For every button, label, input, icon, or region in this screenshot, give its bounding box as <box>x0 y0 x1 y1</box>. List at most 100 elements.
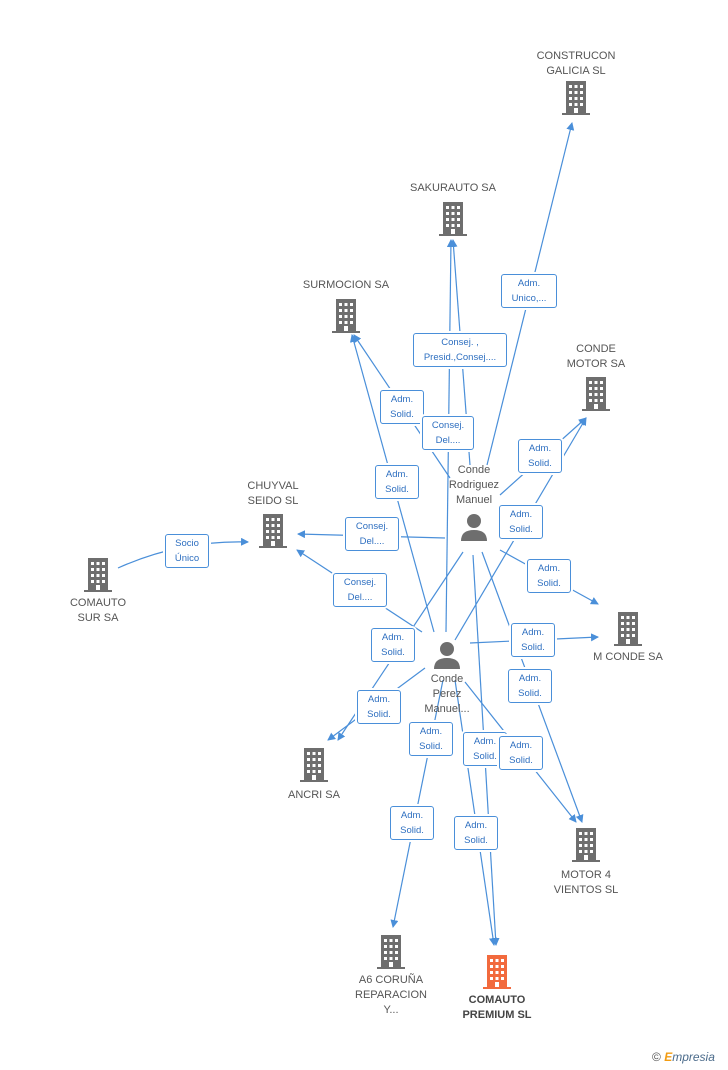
company-node-comauto-sur[interactable]: COMAUTO SUR SA <box>58 558 138 626</box>
edge-label-line: Solid. <box>419 741 443 752</box>
edge-label[interactable]: Consej. , Presid.,Consej.... <box>413 333 507 367</box>
building-icon <box>614 612 642 646</box>
company-label-motor4-1: MOTOR 4 <box>561 869 611 881</box>
person-label-p1-3: Manuel <box>455 494 493 506</box>
building-icon <box>562 81 590 115</box>
company-node-surmocion[interactable]: SURMOCION SA <box>296 278 396 333</box>
person-node-conde-rodriguez[interactable]: Conde Rodriguez Manuel <box>436 463 512 542</box>
company-label-conde-motor-1: CONDE <box>576 343 616 355</box>
edge-label-line: Solid. <box>509 524 533 535</box>
company-label-chuyval-1: CHUYVAL <box>247 480 299 492</box>
edge-label-line: Solid. <box>518 688 542 699</box>
edge-label-line: Adm. <box>528 443 552 454</box>
edge-label-line: Solid. <box>385 484 409 495</box>
company-label-ancri: ANCRI SA <box>288 789 340 801</box>
company-node-sakurauto[interactable]: SAKURAUTO SA <box>398 181 508 236</box>
copyright-symbol: © <box>652 1050 661 1064</box>
edge-label-line: Solid. <box>381 647 405 658</box>
edge-label-line: Adm. <box>473 736 497 747</box>
empresia-brand-footer: © Empresia <box>652 1050 715 1064</box>
company-label-motor4-2: VIENTOS SL <box>553 884 619 896</box>
person-label-p2-1: Conde <box>430 673 464 685</box>
building-icon <box>84 558 112 592</box>
company-node-comauto-premium[interactable]: COMAUTO PREMIUM SL <box>447 955 547 1023</box>
person-node-conde-perez[interactable]: Conde Perez Manuel... <box>409 640 485 717</box>
edge-label-line: Solid. <box>367 709 391 720</box>
edge-label-line: Del.... <box>347 592 373 603</box>
company-label-comauto-premium-1: COMAUTO <box>468 994 526 1006</box>
person-label-p1-2: Rodriguez <box>448 479 500 491</box>
company-label-sakurauto: SAKURAUTO SA <box>410 182 496 194</box>
company-node-conde-motor[interactable]: CONDE MOTOR SA <box>556 342 636 411</box>
edge-label[interactable]: Adm. Solid. <box>390 806 434 840</box>
person-label-p2-2: Perez <box>432 688 462 700</box>
edge-label[interactable]: Adm. Solid. <box>454 816 498 850</box>
company-node-construcon[interactable]: CONSTRUCON GALICIA SL <box>526 49 626 115</box>
company-label-comauto-sur-2: SUR SA <box>77 612 119 624</box>
empresia-logo-initial: E <box>664 1050 673 1064</box>
edge-label-line: Adm. <box>419 726 443 737</box>
person-label-p1-1: Conde <box>457 464 491 476</box>
edge-label-line: Solid. <box>528 458 552 469</box>
edge-label-line: Consej. , <box>441 337 479 348</box>
company-node-chuyval[interactable]: CHUYVAL SEIDO SL <box>233 479 313 548</box>
company-node-motor4[interactable]: MOTOR 4 VIENTOS SL <box>541 828 631 898</box>
person-icon <box>434 642 460 669</box>
edge-label-line: Adm. <box>367 694 391 705</box>
company-node-m-conde[interactable]: M CONDE SA <box>580 612 676 665</box>
building-icon <box>300 748 328 782</box>
company-label-conde-motor-2: MOTOR SA <box>566 358 626 370</box>
edge-label-line: Adm. <box>509 740 533 751</box>
company-node-a6[interactable]: A6 CORUÑA REPARACION Y... <box>341 935 441 1018</box>
edge-label[interactable]: Adm. Unico,... <box>501 274 557 308</box>
edge-label[interactable]: Consej.Del.... <box>422 416 474 450</box>
edge-label[interactable]: Adm.Solid. <box>511 623 555 657</box>
company-label-comauto-premium-2: PREMIUM SL <box>462 1009 532 1021</box>
edge-label-line: Adm. <box>464 820 488 831</box>
building-icon <box>259 514 287 548</box>
building-icon <box>377 935 405 969</box>
edge-label[interactable]: Adm. Solid. <box>518 439 562 473</box>
company-label-a6-3: Y... <box>383 1004 399 1016</box>
company-label-surmocion: SURMOCION SA <box>302 279 390 291</box>
edge-label[interactable]: Adm. Solid. <box>499 736 543 770</box>
edge-label-line: Solid. <box>509 755 533 766</box>
edge-label-line: Presid.,Consej.... <box>423 352 497 363</box>
edge-label-line: Solid. <box>473 751 497 762</box>
edge-label[interactable]: Adm.Solid. <box>375 465 419 499</box>
edge-label-line: Consej. <box>431 420 465 431</box>
edge-label[interactable]: Adm.Solid. <box>380 390 424 424</box>
company-node-ancri[interactable]: ANCRI SA <box>274 748 354 803</box>
edge-label[interactable]: Adm.Solid. <box>371 628 415 662</box>
person-icon <box>461 514 487 541</box>
edge-label-line: Adm. <box>517 278 541 289</box>
edge-p2-comauto-premium <box>454 679 497 946</box>
edge-label[interactable]: Adm. Solid. <box>508 669 552 703</box>
edge-label[interactable]: Consej. Del.... <box>333 573 387 607</box>
edge-label[interactable]: Adm. Solid. <box>357 690 401 724</box>
person-label-p2-3: Manuel... <box>424 703 470 715</box>
edge-label-line: Solid. <box>400 825 424 836</box>
edge-label-line: Adm. <box>400 810 424 821</box>
edge-label[interactable]: Adm.Solid. <box>499 505 543 539</box>
edge-label-line: Consej. <box>355 521 389 532</box>
edge-label-line: Unico,... <box>511 293 547 304</box>
building-icon <box>582 377 610 411</box>
edge-label[interactable]: Adm. Solid. <box>409 722 453 756</box>
company-label-comauto-sur-1: COMAUTO <box>69 597 127 609</box>
building-icon <box>483 955 511 989</box>
edge-label-line: Socio <box>175 538 199 549</box>
edge-label-line: Adm. <box>537 563 561 574</box>
empresia-logo-text: mpresia <box>672 1050 715 1064</box>
edge-label-line: Adm. <box>518 673 542 684</box>
company-label-a6-2: REPARACION <box>355 989 427 1001</box>
edge-label-line: Solid. <box>464 835 488 846</box>
company-label-construcon-1: CONSTRUCON <box>536 50 616 62</box>
edge-label-line: Solid. <box>537 578 561 589</box>
edge-label[interactable]: Adm. Solid. <box>527 559 571 593</box>
edge-label[interactable]: Consej.Del.... <box>345 517 399 551</box>
company-label-a6-1: A6 CORUÑA <box>358 974 424 986</box>
edge-label-line: Adm. <box>521 627 545 638</box>
edge-label-line: Consej. <box>343 577 377 588</box>
